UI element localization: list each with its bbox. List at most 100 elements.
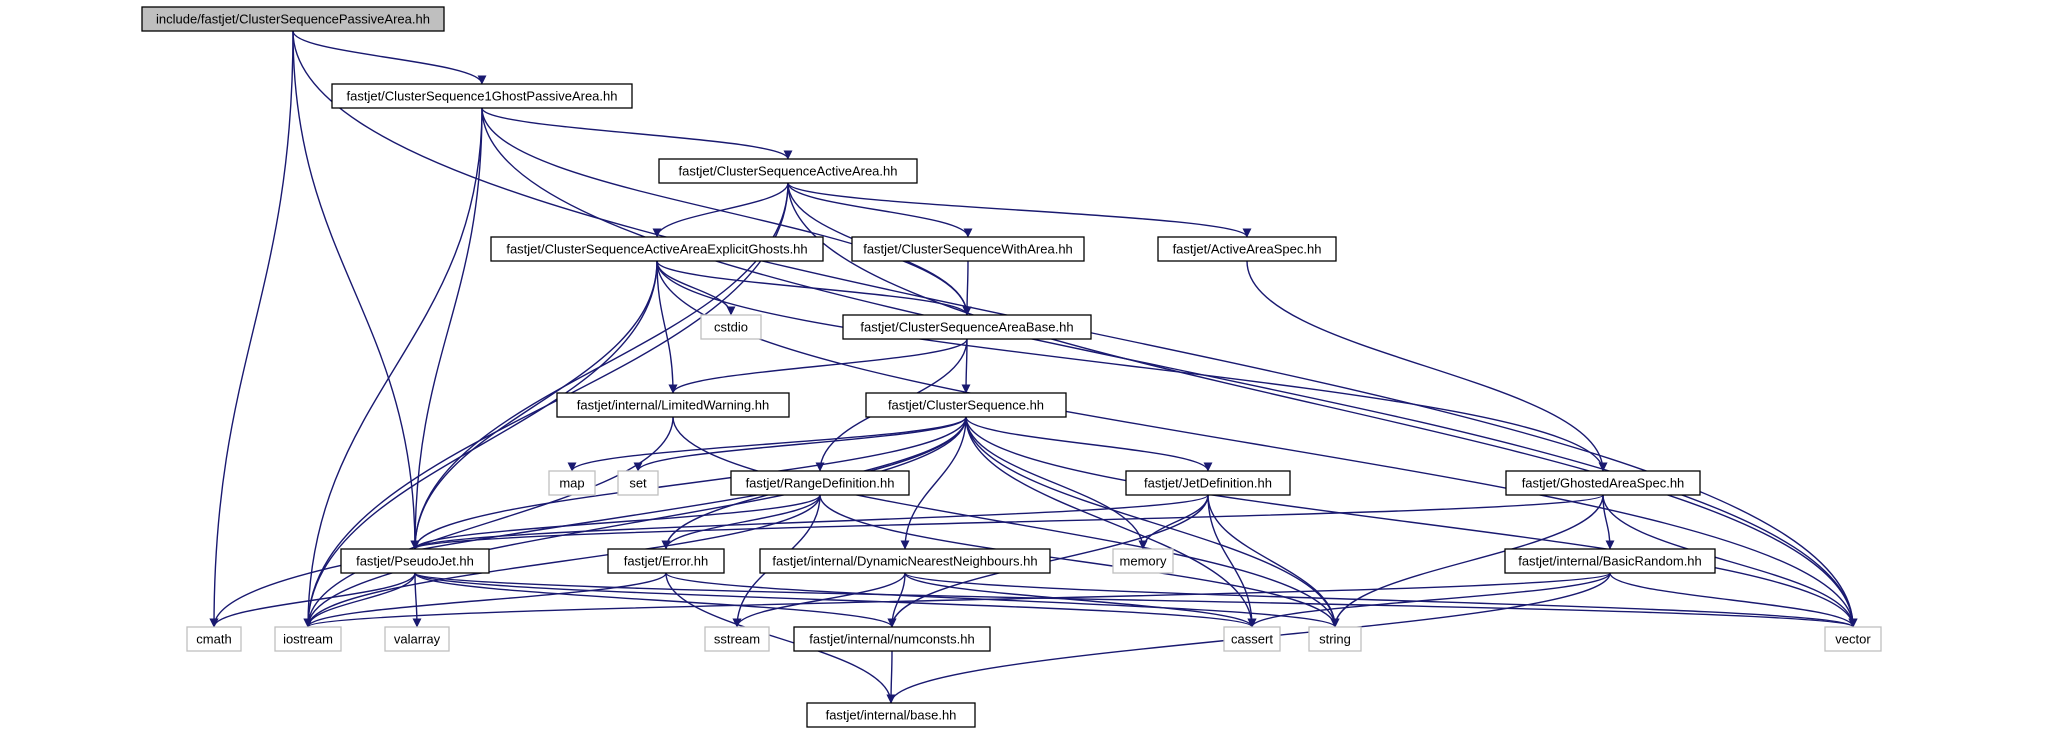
dependency-edge — [209, 30, 294, 628]
system-header-node[interactable]: map — [548, 470, 596, 496]
dependency-edge — [656, 260, 678, 394]
dependency-edge — [481, 107, 1858, 628]
system-header-node[interactable]: cassert — [1223, 626, 1281, 652]
header-node[interactable]: fastjet/ActiveAreaSpec.hh — [1157, 236, 1337, 262]
node-label: fastjet/internal/base.hh — [826, 708, 957, 723]
dependency-edge — [414, 572, 1857, 628]
dependency-edge — [1602, 494, 1858, 628]
node-label: fastjet/GhostedAreaSpec.hh — [1522, 476, 1685, 491]
node-label: cstdio — [714, 320, 748, 335]
dependency-edge — [1330, 494, 1604, 628]
dependency-edge — [303, 572, 667, 628]
dependency-edge — [303, 107, 483, 628]
node-label: memory — [1120, 554, 1167, 569]
node-label: fastjet/Error.hh — [624, 554, 709, 569]
dependency-edge — [661, 494, 821, 550]
node-label: fastjet/ClusterSequenceWithArea.hh — [863, 242, 1073, 257]
header-node[interactable]: fastjet/ClusterSequence1GhostPassiveArea… — [331, 83, 633, 109]
header-node[interactable]: fastjet/RangeDefinition.hh — [730, 470, 910, 496]
dependency-edge — [787, 182, 1858, 628]
system-header-node[interactable]: cstdio — [700, 314, 762, 340]
dependency-edge — [292, 30, 487, 85]
system-header-node[interactable]: valarray — [384, 626, 450, 652]
node-label: fastjet/internal/DynamicNearestNeighbour… — [772, 554, 1037, 569]
dependency-edge — [1609, 572, 1858, 628]
dependency-edge — [886, 650, 896, 704]
dependency-edge — [904, 572, 1858, 628]
system-header-node[interactable]: cmath — [186, 626, 242, 652]
dependency-edge — [410, 260, 658, 550]
header-node[interactable]: fastjet/Error.hh — [607, 548, 725, 574]
node-label: sstream — [714, 632, 760, 647]
dependency-edge — [633, 416, 967, 472]
node-label: fastjet/ClusterSequence1GhostPassiveArea… — [347, 89, 618, 104]
dependency-edge — [887, 572, 906, 628]
dependency-edge — [414, 572, 1257, 628]
dependency-edge — [414, 572, 897, 628]
node-label: fastjet/internal/BasicRandom.hh — [1518, 554, 1702, 569]
node-label: fastjet/JetDefinition.hh — [1144, 476, 1272, 491]
header-node[interactable]: fastjet/internal/numconsts.hh — [793, 626, 991, 652]
header-node[interactable]: fastjet/internal/base.hh — [806, 702, 976, 728]
dependency-edge — [303, 494, 821, 628]
dependency-edge — [1247, 572, 1611, 628]
system-header-node[interactable]: iostream — [274, 626, 342, 652]
node-label: valarray — [394, 632, 441, 647]
node-label: fastjet/PseudoJet.hh — [356, 554, 474, 569]
header-node[interactable]: fastjet/ClusterSequence.hh — [865, 392, 1067, 418]
dependency-edge — [209, 572, 416, 628]
system-header-node[interactable]: set — [617, 470, 659, 496]
header-node[interactable]: fastjet/internal/BasicRandom.hh — [1504, 548, 1716, 574]
dependency-edge — [819, 494, 1340, 628]
node-label: cmath — [196, 632, 231, 647]
root-file-node[interactable]: include/fastjet/ClusterSequencePassiveAr… — [141, 6, 445, 32]
dependency-edge — [787, 182, 973, 238]
dependency-edge — [303, 572, 1611, 628]
header-node[interactable]: fastjet/ClusterSequenceAreaBase.hh — [842, 314, 1092, 340]
node-label: iostream — [283, 632, 333, 647]
dependency-edge — [665, 572, 896, 704]
header-node[interactable]: fastjet/internal/DynamicNearestNeighbour… — [759, 548, 1051, 574]
system-header-node[interactable]: vector — [1824, 626, 1882, 652]
dependency-edge — [656, 260, 1608, 472]
dependency-edge — [1207, 494, 1257, 628]
dependency-edge — [965, 416, 1858, 628]
header-node[interactable]: fastjet/ClusterSequenceActiveArea.hh — [658, 158, 918, 184]
node-label: fastjet/internal/numconsts.hh — [809, 632, 974, 647]
dependency-edges — [209, 30, 1858, 704]
node-label: fastjet/internal/LimitedWarning.hh — [577, 398, 769, 413]
dependency-edge — [668, 338, 968, 394]
dependency-edge — [652, 182, 789, 238]
dependency-edge — [410, 416, 967, 550]
dependency-edge — [481, 107, 972, 316]
system-header-node[interactable]: sstream — [704, 626, 770, 652]
dependency-edge — [410, 494, 1209, 550]
system-header-node[interactable]: string — [1308, 626, 1362, 652]
header-node[interactable]: fastjet/PseudoJet.hh — [340, 548, 490, 574]
header-node[interactable]: fastjet/ClusterSequenceActiveAreaExplici… — [490, 236, 824, 262]
dependency-edge — [292, 30, 420, 550]
node-label: fastjet/ActiveAreaSpec.hh — [1173, 242, 1322, 257]
node-label: fastjet/ClusterSequence.hh — [888, 398, 1044, 413]
header-node[interactable]: fastjet/GhostedAreaSpec.hh — [1505, 470, 1701, 496]
header-node[interactable]: fastjet/ClusterSequenceWithArea.hh — [851, 236, 1085, 262]
header-node[interactable]: fastjet/internal/LimitedWarning.hh — [556, 392, 790, 418]
dependency-edge — [732, 572, 906, 628]
header-node[interactable]: fastjet/JetDefinition.hh — [1125, 470, 1291, 496]
node-label: fastjet/RangeDefinition.hh — [746, 476, 895, 491]
system-header-node[interactable]: memory — [1112, 548, 1174, 574]
dependency-edge — [481, 107, 793, 160]
dependency-edge — [209, 416, 967, 628]
dependency-edge — [567, 416, 967, 472]
node-label: fastjet/ClusterSequenceActiveAreaExplici… — [506, 242, 807, 257]
dependency-edge — [787, 182, 1252, 238]
dependency-edge — [303, 416, 674, 628]
dependency-edge — [962, 260, 972, 316]
dependency-edge — [656, 260, 972, 316]
dependency-edge — [410, 494, 821, 550]
dependency-edge — [665, 572, 1340, 628]
node-label: string — [1319, 632, 1351, 647]
dependency-edge — [904, 572, 1257, 628]
dependency-edge — [303, 260, 658, 628]
